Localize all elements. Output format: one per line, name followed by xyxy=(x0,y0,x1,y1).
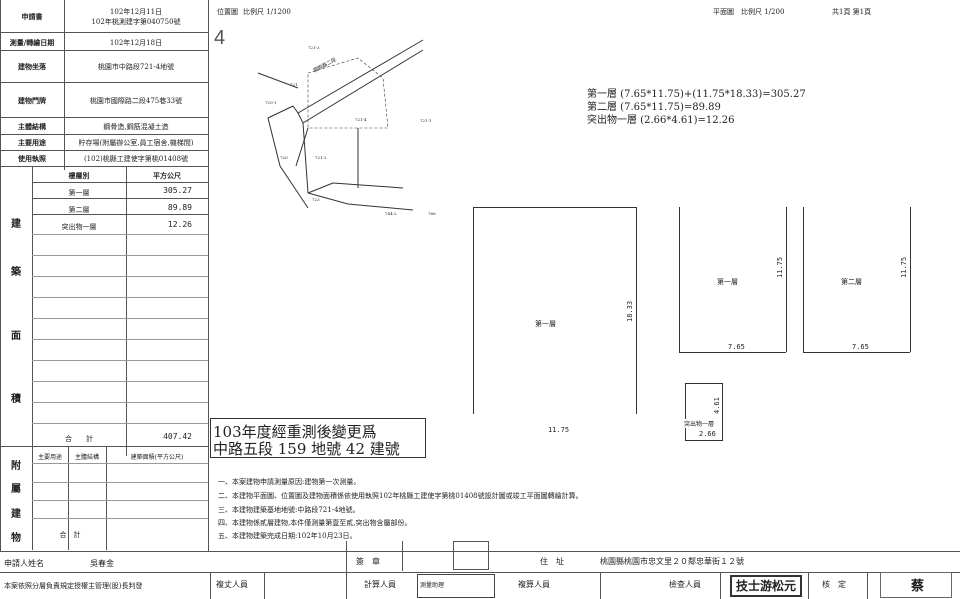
note-1: 一、本案建物申請測量原因:建物第一次測量。 xyxy=(218,478,361,486)
main-use: 貯存場(附屬辦公室,員工宿舍,機梯間) xyxy=(78,139,194,147)
parcel-721-4: 721-4 xyxy=(355,117,367,122)
area-calc-line-1: 第一層 (7.65*11.75)+(11.75*18.33)=305.27 xyxy=(587,89,806,100)
label-structure: 主體結構 xyxy=(18,122,46,131)
remark-box: 103年度經重測後變更爲 中路五段 159 地號 42 建號 xyxy=(210,418,426,458)
footer-approve: 核 定 xyxy=(822,580,846,589)
shape-3-height: 11.75 xyxy=(900,256,908,278)
floor-row-2-area: 89.89 xyxy=(167,203,192,212)
address-label: 住 址 xyxy=(540,557,564,566)
area-calc-line-3: 突出物一層 (2.66*4.61)=12.26 xyxy=(587,115,735,126)
floor-plan-title: 平面圖 xyxy=(713,8,734,16)
parcel-723: 723 xyxy=(312,197,320,202)
annex-total-label: 合 計 xyxy=(59,531,81,539)
seal-label: 簽 章 xyxy=(356,557,380,566)
calc-stamp-text: 測量助理 xyxy=(420,582,445,589)
building-address: 桃園市國際路二段475巷33號 xyxy=(89,97,183,105)
applicant-seal-icon xyxy=(453,541,489,570)
shape-1-height: 18.33 xyxy=(626,300,634,322)
remark-line-2: 中路五段 159 地號 42 建號 xyxy=(213,440,400,458)
shape-3-label: 第二層 xyxy=(841,278,862,286)
application-number: 102年桃測建字第040750號 xyxy=(91,18,181,26)
parcel-721-2: 721-2 xyxy=(315,155,327,160)
parcel-720: 720 xyxy=(280,155,288,160)
shape-1-width: 11.75 xyxy=(548,426,570,434)
annex-col-area: 建築面積(平方公尺) xyxy=(130,454,184,461)
label-survey-date: 測量/轉繪日期 xyxy=(9,38,55,47)
note-3: 三、本建物建築基地地號:中路段721-4地號。 xyxy=(218,506,360,514)
floor-row-1-area: 305.27 xyxy=(163,186,192,195)
col-area-header: 平方公尺 xyxy=(153,171,181,180)
applicant-name: 吳春金 xyxy=(90,559,114,568)
label-main-use: 主要用途 xyxy=(18,138,46,147)
shape-2-height: 11.75 xyxy=(776,256,784,278)
parcel-721-1: 721-1 xyxy=(420,118,432,123)
annex-side-shu: 屬 xyxy=(11,484,21,495)
location-plan-title: 位置圖 xyxy=(217,8,238,16)
side-char-zhu: 築 xyxy=(11,267,21,278)
footer-recalc-staff: 複算人員 xyxy=(518,580,550,589)
floor-plan-scale: 比例尺 1/200 xyxy=(741,8,785,16)
parcel-766: 766 xyxy=(428,211,436,216)
location-plan-scale: 比例尺 1/1200 xyxy=(243,8,291,16)
footer-check-staff: 檢查人員 xyxy=(669,580,701,589)
note-4: 四、本建物係貳層建物,本件僅測量第壹至貳,突出物含屬部份。 xyxy=(218,519,412,527)
calc-stamp: 測量助理 xyxy=(417,574,495,598)
footer-survey-staff: 複丈人員 xyxy=(216,580,248,589)
shape-2-label: 第一層 xyxy=(717,278,738,286)
applicant-label: 申請人姓名 xyxy=(4,559,44,568)
label-application: 申請書 xyxy=(21,12,43,21)
floor-row-3-area: 12.26 xyxy=(167,220,192,229)
shape-3-width: 7.65 xyxy=(852,343,869,351)
shape-2-width: 7.65 xyxy=(728,343,745,351)
annex-side-fu: 附 xyxy=(11,461,21,472)
shape-4-width: 2.66 xyxy=(699,430,716,438)
floor-total-label: 合 計 xyxy=(65,435,93,443)
approve-stamp-text: 蔡 xyxy=(911,579,925,594)
area-calc-line-2: 第二層 (7.65*11.75)=89.89 xyxy=(587,102,721,113)
side-char-mian: 面 xyxy=(11,331,21,342)
parcel-729-1: 729-1 xyxy=(265,100,277,105)
shape-1-label: 第一層 xyxy=(535,320,556,328)
label-building-location: 建物坐落 xyxy=(18,62,46,71)
floor-total-value: 407.42 xyxy=(163,432,192,441)
annex-col-use: 主要用途 xyxy=(37,454,62,461)
label-use-permit: 使用執照 xyxy=(18,154,46,163)
building-location: 桃園市中路段721-4地號 xyxy=(97,63,175,71)
approve-stamp: 蔡 xyxy=(880,572,952,598)
parcel-721-3: 721-3 xyxy=(308,45,320,50)
north-arrow-icon: 4 xyxy=(214,27,226,49)
annex-col-structure: 主體結構 xyxy=(74,454,99,461)
footer-calc-staff: 計算人員 xyxy=(364,580,396,589)
use-permit: (102)桃縣工建使字第桃01408號 xyxy=(83,155,189,163)
shape-4-label: 突出物一層 xyxy=(684,419,715,428)
applicant-address: 桃園縣桃園市忠文里２０鄰忠華街１２號 xyxy=(600,557,744,566)
side-char-jian: 建 xyxy=(11,219,21,230)
check-stamp: 技士游松元 xyxy=(730,575,803,597)
survey-date: 102年12月18日 xyxy=(109,39,163,47)
col-floor-header: 樓層別 xyxy=(68,171,90,180)
label-building-address: 建物門牌 xyxy=(18,96,46,105)
floor-row-3-name: 突出物一層 xyxy=(61,223,97,231)
annex-side-wu: 物 xyxy=(11,533,21,544)
parcel-721: 721 xyxy=(290,82,298,87)
floor-row-2-name: 第二層 xyxy=(68,206,90,214)
remark-line-1: 103年度經重測後變更爲 xyxy=(213,423,377,441)
parcel-map xyxy=(257,39,424,211)
shape-4-height: 4.61 xyxy=(713,397,721,414)
parcel-744-2: 744-2 xyxy=(385,211,397,216)
annex-side-jian: 建 xyxy=(11,509,21,520)
structure: 鋼骨造,鋼筋混凝土造 xyxy=(103,123,169,131)
note-2: 二、本建物平面圖、位置圖及建物面積係依使用執照102年桃縣工建使字第桃01408… xyxy=(218,492,583,500)
application-date: 102年12月11日 xyxy=(109,8,163,16)
floor-row-1-name: 第一層 xyxy=(68,189,90,197)
page-indicator: 共1頁 第1頁 xyxy=(832,8,872,16)
note-5: 五、本建物建築完成日期:102年10月23日。 xyxy=(218,532,357,540)
footer-notice: 本案依照分層負責規定授權主管理(股)長判發 xyxy=(4,582,143,590)
side-char-ji: 積 xyxy=(11,394,21,405)
